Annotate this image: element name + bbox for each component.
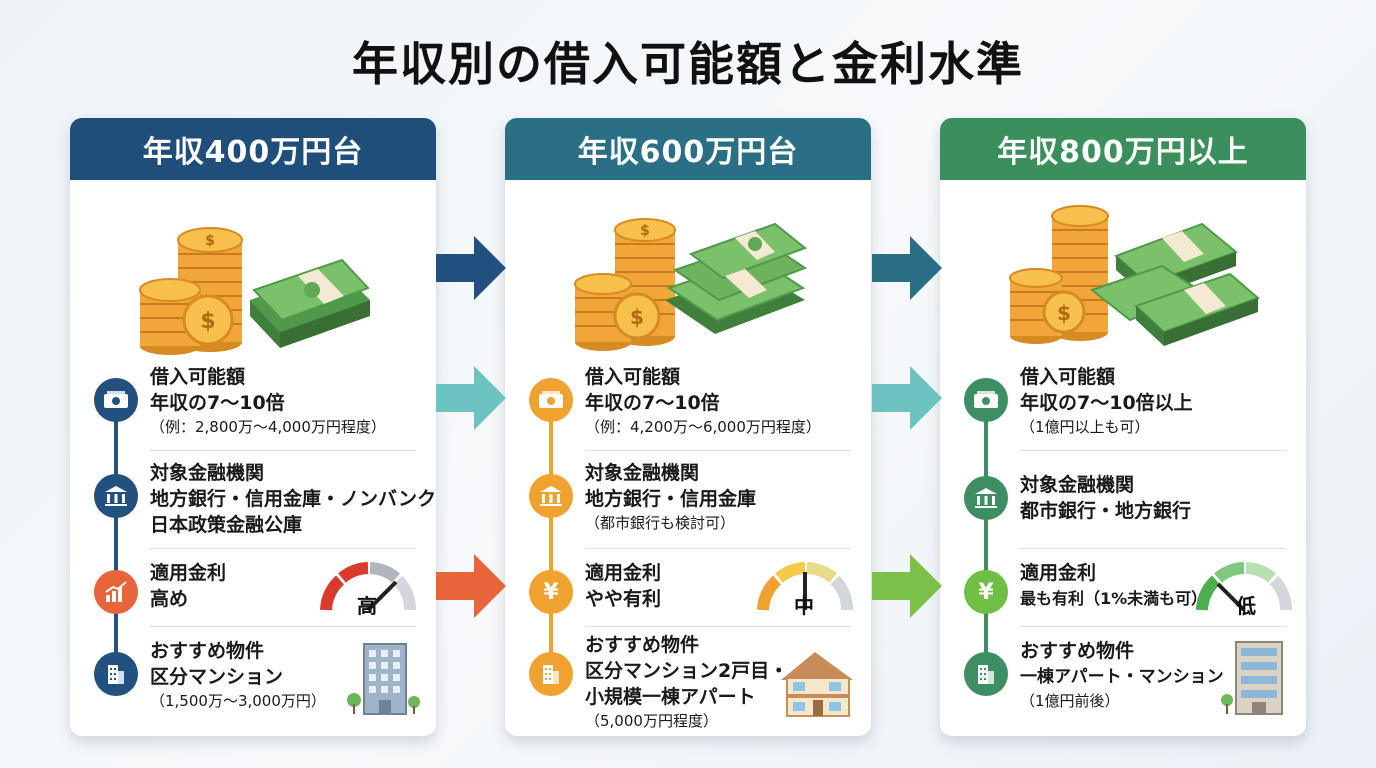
building-icon [964, 652, 1008, 696]
divider [585, 450, 851, 451]
cash-bundle-icon [250, 258, 370, 348]
gauge-label: 低 [1236, 594, 1256, 618]
row-label: 適用金利 [150, 562, 227, 584]
money-illustration: $ [1009, 205, 1260, 346]
svg-text:$: $ [630, 305, 644, 329]
apartment-building-icon [1221, 641, 1283, 715]
card-header: 年収600万円台 [505, 118, 871, 180]
row-note: （1億円以上も可） [1020, 418, 1150, 436]
coin-stack-icon: $ $ [139, 227, 243, 355]
arrow-right-icon [872, 236, 942, 300]
row-label: おすすめ物件 [585, 634, 700, 656]
row-value: 区分マンション [150, 666, 284, 688]
gauge-label: 中 [794, 594, 814, 618]
arrow-right-icon [436, 554, 506, 618]
row-value-2: 日本政策金融公庫 [150, 514, 303, 536]
row-label: 対象金融機関 [150, 462, 265, 484]
money-icon [94, 378, 138, 422]
cash-bundle-icon [665, 222, 808, 334]
bank-icon [94, 474, 138, 518]
row-value: 地方銀行・信用金庫・ノンバンク・ [150, 488, 436, 510]
divider [1020, 548, 1286, 549]
coin-stack-icon: $ [1009, 205, 1109, 344]
svg-text:$: $ [200, 309, 215, 334]
row-note: （5,000万円程度） [585, 712, 718, 730]
rate-gauge [320, 562, 416, 612]
row-value: 年収の7～10倍以上 [1020, 392, 1193, 414]
rate-gauge [757, 562, 853, 611]
divider [150, 548, 416, 549]
row-value: 区分マンション2戸目・ [585, 660, 789, 682]
row-note: （例：4,200万～6,000万円程度） [585, 418, 821, 436]
divider [1020, 450, 1286, 451]
row-label: 適用金利 [585, 562, 662, 584]
chart-up-icon [94, 570, 138, 614]
arrow-right-icon [436, 366, 506, 430]
bank-icon [529, 474, 573, 518]
row-value: 最も有利（1%未満も可） [1020, 589, 1208, 608]
svg-text:$: $ [205, 233, 215, 249]
row-note: （1億円前後） [1020, 692, 1120, 710]
coin-stack-icon: $ $ [574, 218, 676, 351]
bank-icon [964, 476, 1008, 520]
arrow-right-icon [436, 236, 506, 300]
row-value: 地方銀行・信用金庫 [585, 488, 757, 510]
row-label: 対象金融機関 [585, 462, 700, 484]
gauge-label: 高 [357, 594, 377, 618]
arrow-right-icon [872, 366, 942, 430]
house-icon [781, 652, 853, 717]
card-income-600: 年収600万円台 $ $ [505, 118, 871, 736]
divider [585, 626, 851, 627]
row-value: 高め [150, 588, 189, 610]
money-icon [964, 378, 1008, 422]
card-header: 年収800万円以上 [940, 118, 1306, 180]
row-value-2: 小規模一棟アパート [585, 686, 756, 708]
row-label: おすすめ物件 [150, 640, 265, 662]
row-label: 借入可能額 [1020, 366, 1116, 388]
card-header: 年収400万円台 [70, 118, 436, 180]
row-label: 借入可能額 [585, 366, 681, 388]
row-label: 対象金融機関 [1020, 474, 1135, 496]
yen-icon: ¥ [529, 570, 573, 614]
row-note: （都市銀行も検討可） [585, 514, 736, 532]
condo-building-icon [347, 643, 420, 715]
card-income-400: 年収400万円台 $ $ [70, 118, 436, 736]
money-illustration: $ $ [139, 227, 370, 355]
divider [150, 626, 416, 627]
card-income-800: 年収800万円以上 $ [940, 118, 1306, 736]
divider [585, 548, 851, 549]
cash-bundle-icon [1089, 222, 1260, 346]
row-value: 年収の7～10倍 [585, 392, 720, 414]
row-note: （例：2,800万～4,000万円程度） [150, 418, 386, 436]
divider [150, 450, 416, 451]
row-value: やや有利 [585, 588, 662, 610]
money-icon [529, 378, 573, 422]
svg-text:$: $ [640, 223, 650, 239]
row-value: 一棟アパート・マンション [1020, 667, 1224, 687]
row-value: 都市銀行・地方銀行 [1020, 500, 1192, 522]
timeline-line [984, 390, 988, 688]
divider [1020, 626, 1286, 627]
money-illustration: $ $ [574, 218, 808, 351]
arrow-right-icon [872, 554, 942, 618]
rate-gauge [1196, 562, 1292, 612]
page-title: 年収別の借入可能額と金利水準 [352, 37, 1024, 91]
row-label: おすすめ物件 [1020, 640, 1135, 662]
yen-icon: ¥ [964, 570, 1008, 614]
timeline-line [549, 390, 553, 688]
row-note: （1,500万～3,000万円） [150, 692, 326, 710]
svg-text:$: $ [1057, 301, 1071, 325]
row-label: 借入可能額 [150, 366, 246, 388]
row-value: 年収の7～10倍 [150, 392, 285, 414]
timeline-line [114, 390, 118, 688]
row-label: 適用金利 [1020, 562, 1097, 584]
building-icon [94, 652, 138, 696]
building-icon [529, 652, 573, 696]
